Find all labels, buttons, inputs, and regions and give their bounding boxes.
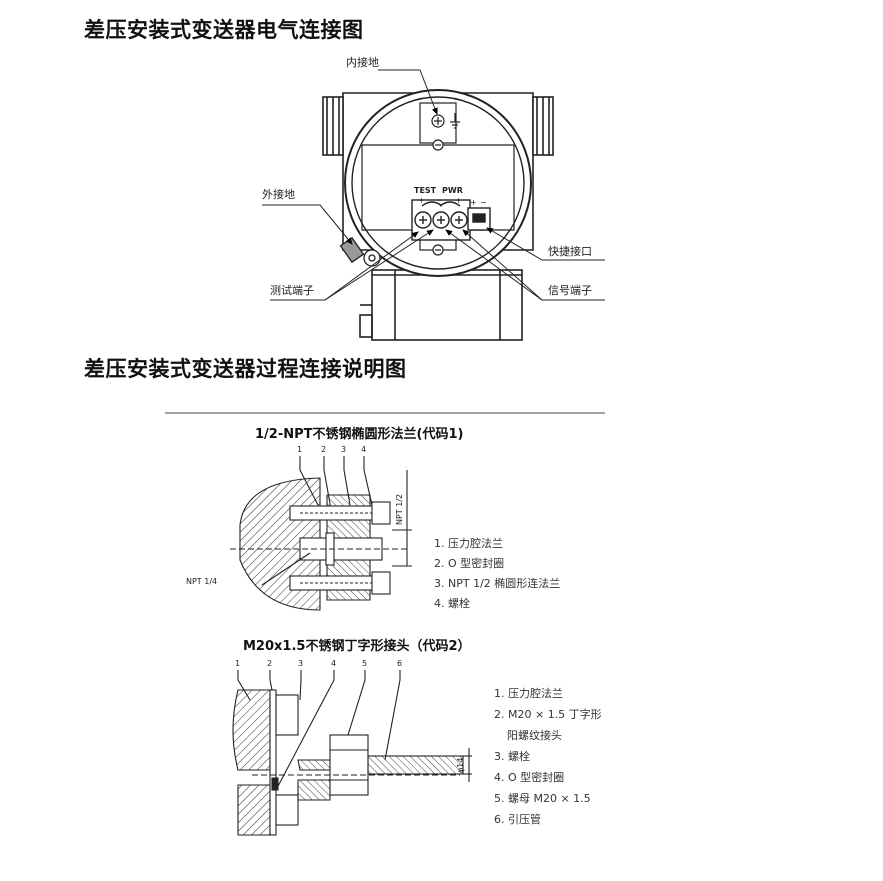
flange1-numbers: 1 2 3 4 (297, 445, 366, 454)
svg-text:3: 3 (341, 445, 346, 454)
quick-port-label: 快捷接口 (548, 244, 592, 258)
npt-half-label: NPT 1/2 (395, 494, 404, 525)
svg-text:4: 4 (361, 445, 366, 454)
svg-text:3. 螺栓: 3. 螺栓 (494, 749, 530, 763)
terminal-block (411, 199, 471, 241)
svg-text:1. 压力腔法兰: 1. 压力腔法兰 (494, 686, 563, 700)
outer-ground-label: 外接地 (262, 188, 295, 201)
svg-text:6. 引压管: 6. 引压管 (494, 812, 541, 826)
flange1-legend: 1. 压力腔法兰 2. O 型密封圈 3. NPT 1/2 椭圆形连法兰 4. … (434, 536, 560, 610)
svg-text:阳螺纹接头: 阳螺纹接头 (507, 728, 562, 742)
svg-text:4. O 型密封圈: 4. O 型密封圈 (494, 770, 564, 784)
quick-plus: + (470, 198, 477, 207)
svg-text:2. M20 × 1.5 丁字形: 2. M20 × 1.5 丁字形 (494, 707, 602, 721)
flange2-numbers: 1 2 3 4 5 6 (235, 659, 402, 668)
svg-text:4. 螺栓: 4. 螺栓 (434, 596, 470, 610)
svg-text:1: 1 (297, 445, 302, 454)
test-terminal-label: 测试端子 (270, 284, 314, 297)
ground-icon (450, 113, 460, 129)
inner-ground-label: 内接地 (346, 55, 379, 69)
pwr-label: PWR (442, 186, 463, 195)
transmitter-housing (322, 89, 554, 341)
quick-minus: − (480, 198, 487, 207)
svg-text:6: 6 (397, 659, 402, 668)
npt-quarter-label: NPT 1/4 (186, 577, 217, 586)
svg-text:2. O 型密封圈: 2. O 型密封圈 (434, 556, 504, 570)
flange1-title: 1/2-NPT不锈钢椭圆形法兰(代码1) (255, 426, 463, 442)
process-diagram-heading: 差压安装式变送器过程连接说明图 (84, 357, 407, 381)
quick-connector (467, 207, 491, 231)
pwr-plus: + (455, 196, 462, 205)
electrical-diagram-heading: 差压安装式变送器电气连接图 (84, 18, 364, 42)
svg-text:5: 5 (362, 659, 367, 668)
svg-text:2: 2 (321, 445, 326, 454)
test-label: TEST (414, 186, 437, 195)
flange2-legend: 1. 压力腔法兰 2. M20 × 1.5 丁字形 阳螺纹接头 3. 螺栓 4.… (494, 686, 602, 826)
svg-text:4: 4 (331, 659, 336, 668)
inner-ground-screw (431, 114, 445, 256)
common-minus: − (436, 196, 443, 205)
svg-text:1: 1 (235, 659, 240, 668)
svg-text:2: 2 (267, 659, 272, 668)
signal-terminal-label: 信号端子 (548, 284, 592, 297)
flange2-drawing (232, 670, 472, 836)
svg-text:3. NPT 1/2 椭圆形连法兰: 3. NPT 1/2 椭圆形连法兰 (434, 576, 560, 590)
svg-text:1. 压力腔法兰: 1. 压力腔法兰 (434, 536, 503, 550)
svg-text:3: 3 (298, 659, 303, 668)
svg-text:5. 螺母 M20 × 1.5: 5. 螺母 M20 × 1.5 (494, 792, 591, 805)
flange2-title: M20x1.5不锈钢丁字形接头（代码2） (243, 638, 471, 654)
diameter-label: φ14 (456, 758, 465, 773)
flange1-drawing (230, 456, 412, 611)
test-plus: + (418, 196, 425, 205)
